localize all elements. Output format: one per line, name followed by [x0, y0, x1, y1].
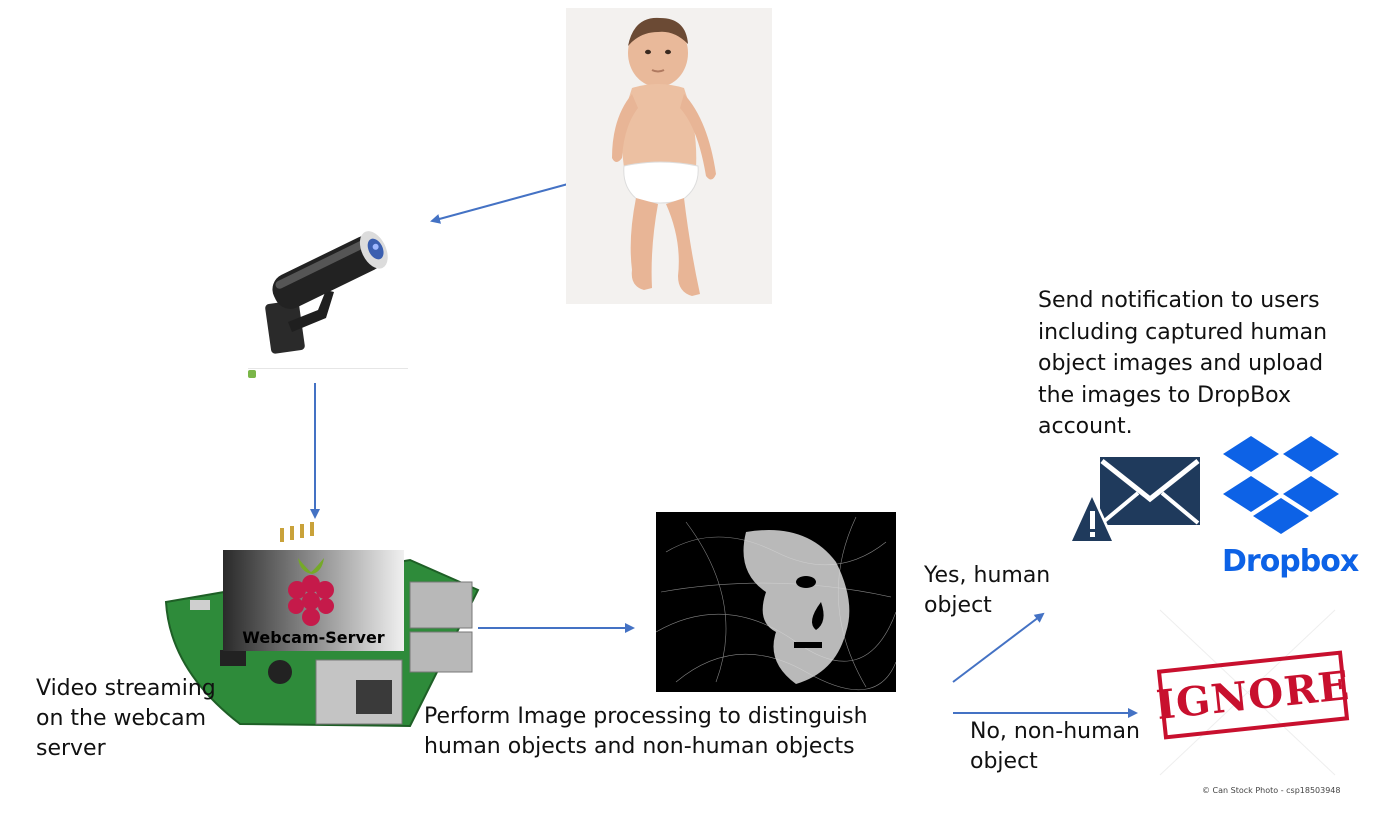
notification-label: Send notification to users including cap…	[1038, 285, 1327, 443]
arrow-to-yes-human	[952, 612, 1045, 683]
video-streaming-label: Video streaming on the webcam server	[36, 674, 216, 764]
video-streaming-line-1: Video streaming	[36, 676, 216, 701]
webcam-server-label: Webcam-Server	[242, 628, 385, 647]
raspberry-logo-icon	[288, 558, 334, 626]
arrow-baby-to-camera	[430, 177, 591, 224]
image-processing-line-1: Perform Image processing to distinguish	[424, 704, 868, 729]
ignore-stamp-text: IGNORE	[1154, 661, 1352, 729]
security-camera-icon	[248, 210, 408, 380]
notification-line-1: Send notification to users	[1038, 288, 1320, 313]
video-streaming-line-2: on the webcam	[36, 706, 206, 731]
no-human-label: No, non-human object	[970, 717, 1140, 777]
yes-human-line-2: object	[924, 593, 992, 618]
notification-line-3: object images and upload	[1038, 351, 1324, 376]
baby-photo	[566, 8, 772, 304]
watermark-lines	[1159, 609, 1336, 776]
notification-line-5: account.	[1038, 414, 1133, 439]
ignore-stamp: IGNORE © Can Stock Photo - csp18503948	[1150, 600, 1352, 800]
dropbox-wordmark: Dropbox	[1222, 544, 1359, 579]
camera-caption-strip	[248, 368, 408, 379]
raspberry-pi-board: Webcam-Server	[160, 520, 485, 730]
caption-badge-icon	[248, 370, 256, 378]
image-processing-line-2: human objects and non-human objects	[424, 734, 855, 759]
webcam-server-badge: Webcam-Server	[223, 550, 404, 651]
processed-face-image	[656, 512, 896, 692]
no-human-line-2: object	[970, 749, 1038, 774]
yes-human-line-1: Yes, human	[924, 563, 1051, 588]
dropbox-logo-icon	[1223, 436, 1339, 534]
yes-human-label: Yes, human object	[924, 561, 1050, 621]
dropbox-icon: Dropbox	[1222, 432, 1359, 580]
video-streaming-line-3: server	[36, 736, 106, 761]
photo-credit: © Can Stock Photo - csp18503948	[1202, 786, 1341, 795]
no-human-line-1: No, non-human	[970, 719, 1140, 744]
mail-alert-icon	[1068, 455, 1203, 547]
notification-line-2: including captured human	[1038, 319, 1328, 345]
image-processing-label: Perform Image processing to distinguish …	[424, 702, 868, 762]
notification-line-4: the images to DropBox	[1038, 382, 1291, 408]
